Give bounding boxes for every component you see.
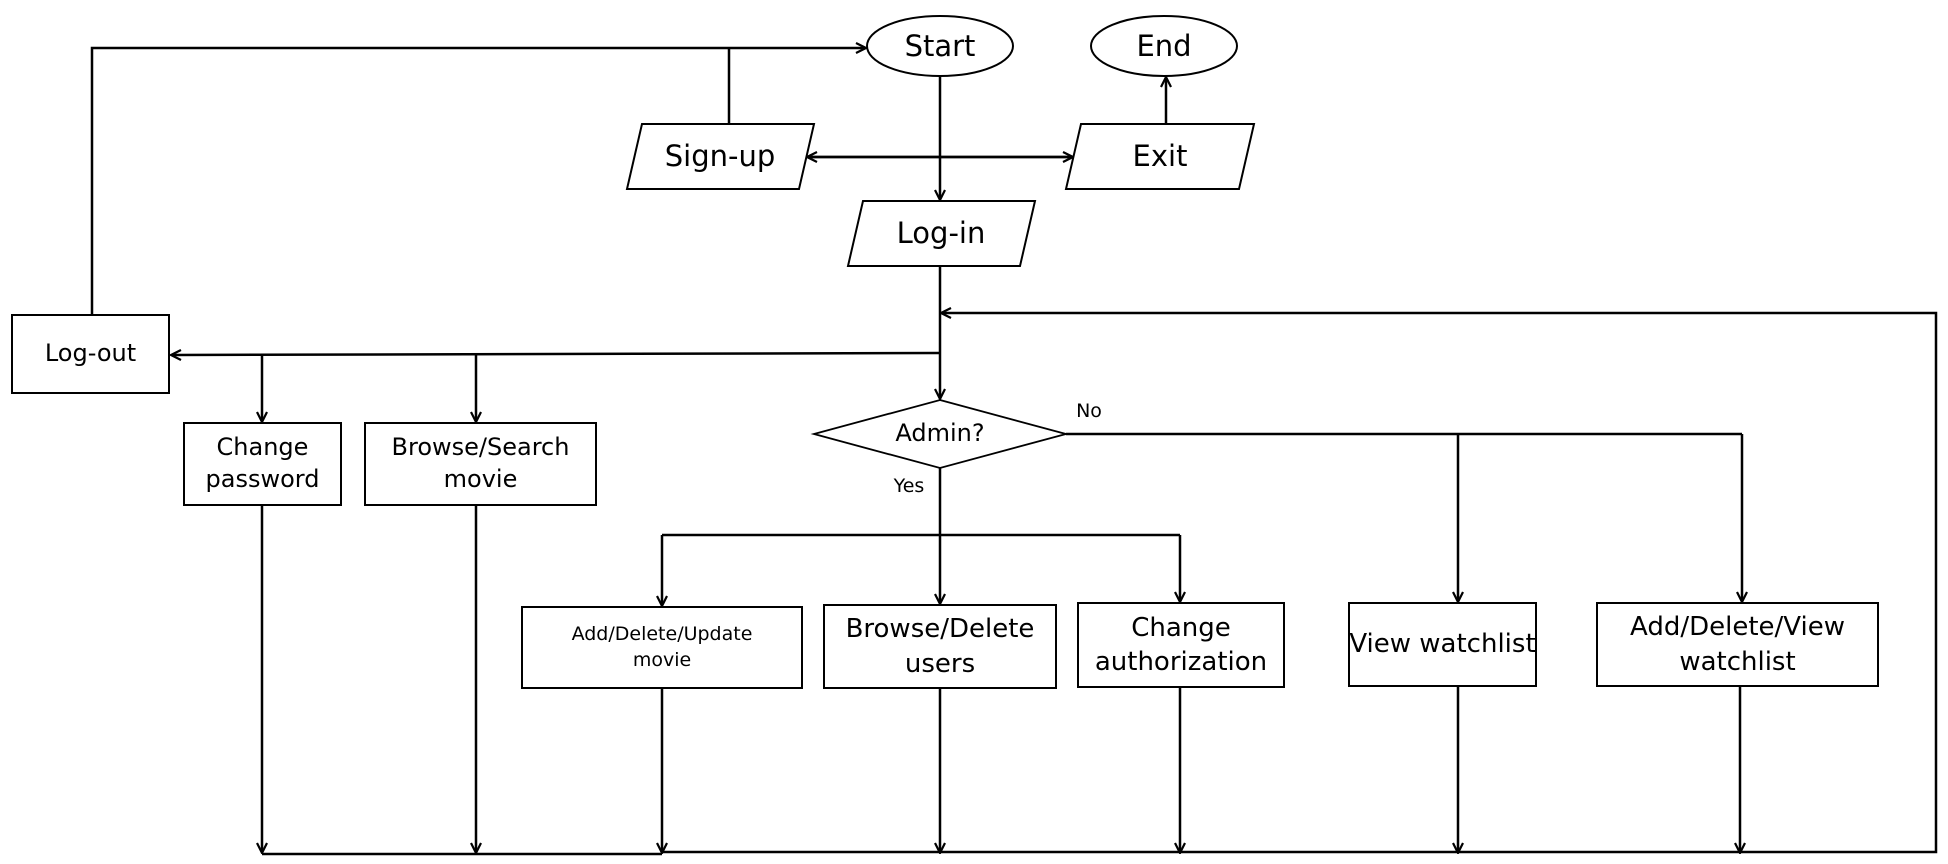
change-password-box (183, 422, 342, 506)
change-authorization-label: Change authorization (1094, 612, 1268, 677)
logout-label: Log-out (44, 339, 137, 368)
browse-delete-users-label: Browse/Delete users (845, 614, 1035, 679)
add-delete-view-watchlist-box (1596, 602, 1879, 687)
signup-label: Sign-up (664, 139, 776, 174)
admin-label: Admin? (895, 419, 985, 448)
change-password-label: Change password (205, 433, 320, 493)
login-label: Log-in (896, 216, 986, 251)
exit-io-shape (1064, 123, 1256, 190)
signup-io-shape (625, 123, 816, 190)
start-label: Start (904, 28, 976, 63)
change-authorization-box (1077, 602, 1285, 688)
view-watchlist-box (1348, 602, 1537, 687)
add-delete-update-movie-box (521, 606, 803, 689)
exit-label: Exit (1132, 139, 1188, 174)
browse-delete-users-box (823, 604, 1057, 689)
end-label: End (1136, 28, 1192, 63)
connectors (90, 48, 1938, 856)
add-delete-view-watchlist-label: Add/Delete/View watchlist (1630, 612, 1845, 677)
view-watchlist-label: View watchlist (1349, 629, 1536, 660)
yes-edge-label: Yes (893, 475, 925, 498)
add-delete-update-movie-label: Add/Delete/Update movie (571, 623, 753, 671)
logout-box (11, 314, 170, 394)
login-io-shape (846, 200, 1037, 267)
browse-search-movie-box (364, 422, 597, 506)
no-edge-label: No (1076, 400, 1102, 423)
browse-search-movie-label: Browse/Search movie (391, 433, 570, 493)
